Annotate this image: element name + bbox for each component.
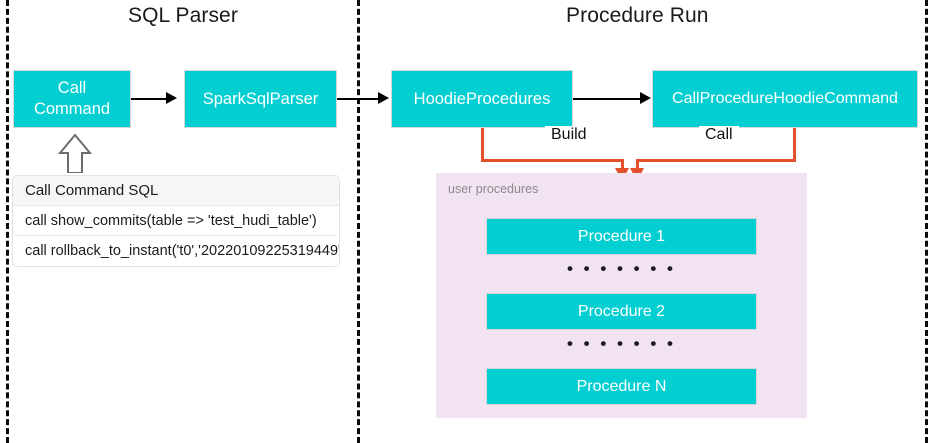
call-edge-vertical-left [636, 159, 639, 170]
divider-right-dashed [925, 0, 928, 443]
node-spark-sql-parser[interactable]: SparkSqlParser [184, 70, 337, 128]
user-procedures-panel: user procedures Procedure 1 • • • • • • … [436, 173, 807, 418]
section-title-sql-parser: SQL Parser [128, 4, 238, 27]
build-edge-label: Build [545, 126, 593, 144]
user-procedures-caption: user procedures [448, 182, 539, 196]
build-edge-horizontal [481, 159, 624, 162]
procedure-ellipsis: • • • • • • • [566, 259, 676, 278]
build-edge-vertical-right [621, 159, 624, 170]
sql-table-row: call rollback_to_instant('t0','202201092… [13, 236, 339, 266]
section-title-procedure-run: Procedure Run [566, 4, 709, 27]
procedure-item[interactable]: Procedure 2 [486, 293, 757, 330]
arrow-head-right-icon [640, 92, 651, 104]
call-edge-horizontal [636, 159, 796, 162]
divider-left-dashed [6, 0, 9, 443]
hollow-up-arrow-icon [58, 133, 92, 173]
sql-table-header: Call Command SQL [13, 176, 339, 206]
procedure-item[interactable]: Procedure 1 [486, 218, 757, 255]
node-hoodie-procedures[interactable]: HoodieProcedures [391, 70, 573, 128]
build-edge-vertical-left [481, 128, 484, 162]
call-edge-vertical-right [793, 128, 796, 162]
arrow-head-right-icon [166, 92, 177, 104]
call-edge-label: Call [699, 126, 739, 144]
arrow-head-right-icon [378, 92, 389, 104]
arrow-line-call-command-to-parser [131, 98, 167, 100]
procedure-item[interactable]: Procedure N [486, 368, 757, 405]
arrow-line-parser-to-procedures [337, 98, 379, 100]
node-call-procedure-hoodie-command[interactable]: CallProcedureHoodieCommand [652, 70, 918, 128]
node-call-command[interactable]: Call Command [13, 70, 131, 128]
divider-middle-dashed [357, 0, 360, 443]
arrow-line-procedures-to-command [573, 98, 641, 100]
procedure-ellipsis: • • • • • • • [566, 334, 676, 353]
sql-table-row: call show_commits(table => 'test_hudi_ta… [13, 206, 339, 236]
call-command-sql-table: Call Command SQL call show_commits(table… [12, 175, 340, 267]
